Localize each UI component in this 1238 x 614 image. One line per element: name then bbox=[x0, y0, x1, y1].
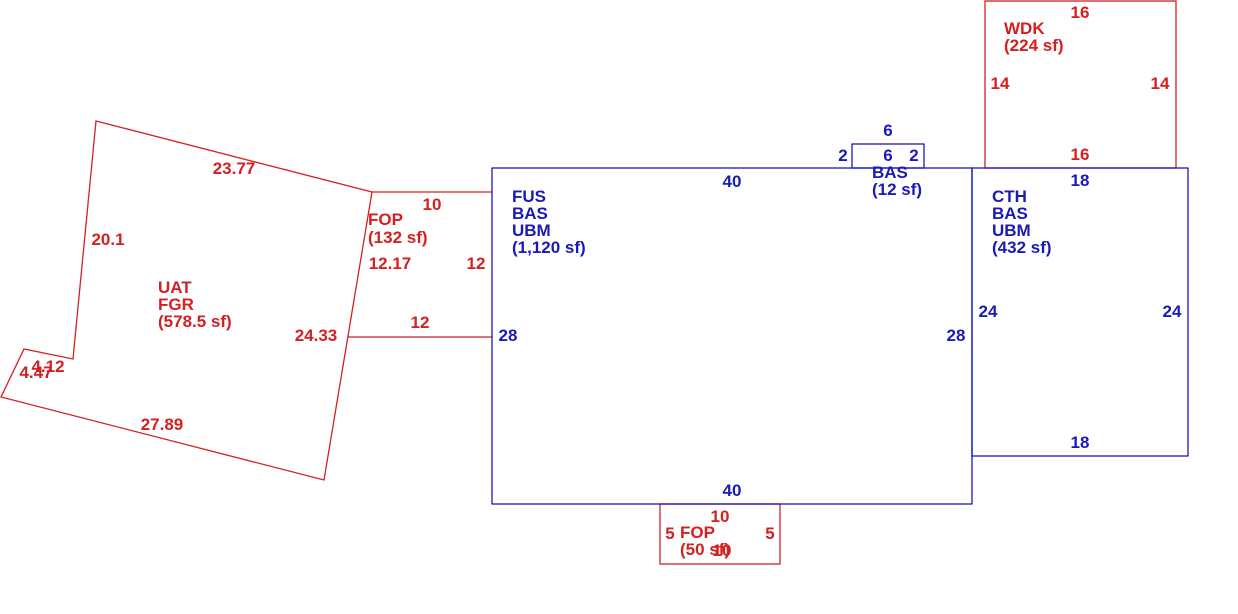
main-area-label-1: FUS bbox=[512, 187, 546, 206]
dim-main-left: 28 bbox=[499, 326, 518, 345]
dim-fop-bottom-bottom: 10 bbox=[713, 541, 732, 560]
uat-area-size: (578.5 sf) bbox=[158, 312, 232, 331]
dim-wdk-left: 14 bbox=[991, 74, 1010, 93]
bay-outline bbox=[851, 143, 925, 169]
dim-fop-bottom-left: 5 bbox=[665, 524, 674, 543]
dim-fop-bottom-top: 10 bbox=[711, 507, 730, 526]
dim-cth-left: 24 bbox=[979, 302, 998, 321]
dim-fop-top-bottom: 12 bbox=[411, 313, 430, 332]
wdk-area-size: (224 sf) bbox=[1004, 36, 1064, 55]
dim-wdk-bottom: 16 bbox=[1071, 145, 1090, 164]
dim-uat-notch-a: 4.12 bbox=[31, 357, 64, 376]
dim-uat-left: 20.1 bbox=[91, 230, 124, 249]
dim-wdk-right: 14 bbox=[1151, 74, 1170, 93]
dim-fop-bottom-right: 5 bbox=[765, 524, 774, 543]
dim-fop-top-top: 10 bbox=[423, 195, 442, 214]
fop-top-area-label: FOP bbox=[368, 210, 403, 229]
dim-main-bottom: 40 bbox=[723, 481, 742, 500]
cth-area-size: (432 sf) bbox=[992, 238, 1052, 257]
cth-outline bbox=[971, 167, 1189, 457]
dim-fop-top-right: 12 bbox=[467, 254, 486, 273]
main-house-outline bbox=[491, 167, 973, 505]
dim-uat-right: 24.33 bbox=[295, 326, 338, 345]
main-area-label-3: UBM bbox=[512, 221, 551, 240]
fop-top-area-size: (132 sf) bbox=[368, 228, 428, 247]
bay-area-label: BAS bbox=[872, 163, 908, 182]
dim-bay-top: 6 bbox=[883, 121, 892, 140]
dim-uat-bottom: 27.89 bbox=[141, 415, 184, 434]
cth-area-label-1: CTH bbox=[992, 187, 1027, 206]
main-area-label-2: BAS bbox=[512, 204, 548, 223]
dim-cth-bottom: 18 bbox=[1071, 433, 1090, 452]
dim-bay-right: 2 bbox=[909, 146, 918, 165]
wdk-area-label: WDK bbox=[1004, 19, 1045, 38]
cth-area-label-2: BAS bbox=[992, 204, 1028, 223]
fop-bottom-area-size: (50 sf) bbox=[680, 540, 730, 559]
dim-fop-top-left: 12.17 bbox=[369, 254, 412, 273]
dim-uat-notch-b: 4.47 bbox=[19, 363, 52, 382]
dim-main-top: 40 bbox=[723, 172, 742, 191]
dim-wdk-top: 16 bbox=[1071, 3, 1090, 22]
dim-bay-left: 2 bbox=[838, 146, 847, 165]
dim-uat-top: 23.77 bbox=[213, 159, 256, 178]
cth-area-label-3: UBM bbox=[992, 221, 1031, 240]
dim-cth-top: 18 bbox=[1071, 171, 1090, 190]
uat-area-label-1: UAT bbox=[158, 278, 192, 297]
dim-bay-inner: 6 bbox=[883, 146, 892, 165]
bay-area-size: (12 sf) bbox=[872, 180, 922, 199]
uat-area-label-2: FGR bbox=[158, 295, 194, 314]
dim-main-right: 28 bbox=[947, 326, 966, 345]
main-area-size: (1,120 sf) bbox=[512, 238, 586, 257]
dim-cth-right: 24 bbox=[1163, 302, 1182, 321]
fop-bottom-area-label: FOP bbox=[680, 523, 715, 542]
